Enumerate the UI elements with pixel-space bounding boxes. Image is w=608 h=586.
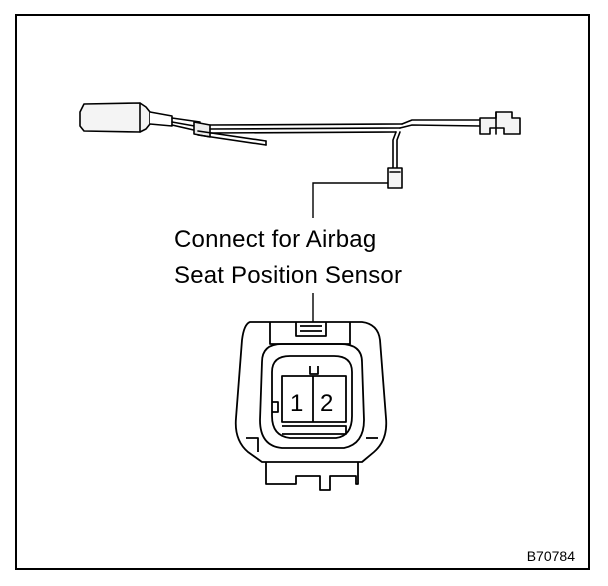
pin-1-label: 1 <box>290 390 303 417</box>
harness-tape <box>193 121 211 138</box>
figure-frame <box>15 14 590 570</box>
wire-harness <box>79 102 521 189</box>
pin-2-label: 2 <box>320 390 333 417</box>
callout-label-line-1: Connect for Airbag <box>174 226 377 253</box>
sensor-pigtail-connector <box>387 167 403 189</box>
figure-code: B70784 <box>526 548 575 564</box>
bottom-lock-tabs <box>265 462 359 491</box>
right-connector <box>479 111 521 135</box>
connector-face <box>234 321 388 491</box>
terminal-cavity-block <box>281 375 347 423</box>
inner-seal-ring <box>259 343 365 449</box>
callout-label-line-2: Seat Position Sensor <box>174 262 403 289</box>
leader-line <box>312 182 388 322</box>
